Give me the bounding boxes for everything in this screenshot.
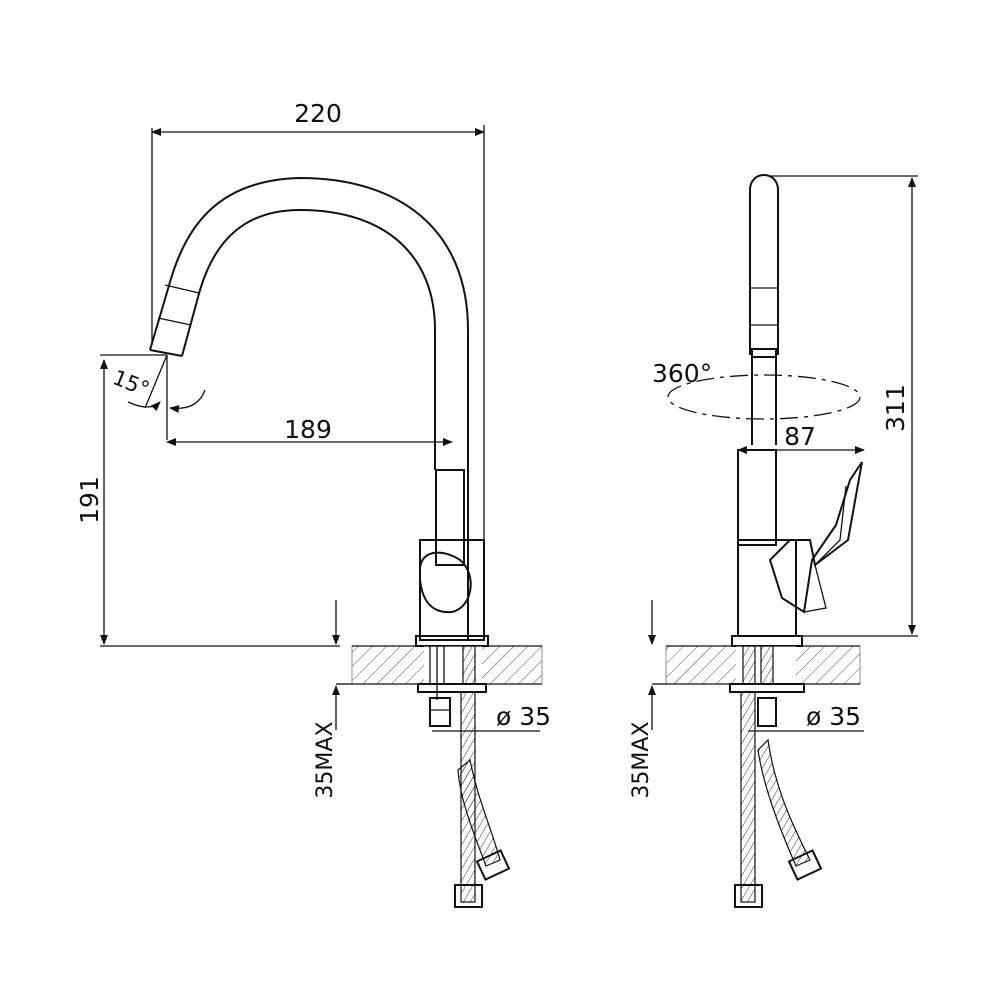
faucet-body-side	[731, 449, 863, 647]
hole-diameter-label-side: ø 35	[806, 702, 861, 731]
dimension-label-87: 87	[784, 422, 816, 451]
flex-hose-2	[457, 758, 501, 867]
angle-label: 15°	[109, 365, 153, 401]
mounting-hardware-side: ø 35	[734, 691, 864, 908]
dimension-label-220: 220	[294, 99, 342, 128]
lever-handle	[768, 461, 863, 614]
hose-nut-side-2	[787, 849, 823, 881]
dimension-handle-reach: 87	[737, 422, 865, 454]
dimension-label-35max-side: 35MAX	[629, 721, 654, 798]
side-view: 311 360° 87	[629, 174, 918, 908]
mounting-deck-side	[665, 645, 861, 693]
rotation-indicator: 360°	[652, 359, 861, 420]
mounting-hardware: ø 35	[429, 691, 551, 908]
spout-side	[749, 174, 779, 445]
flex-hose-side-1	[740, 691, 756, 903]
hose-nut-1	[454, 884, 483, 908]
dimension-label-189: 189	[284, 415, 332, 444]
spout-angle-indicator: 15°	[100, 354, 206, 440]
dimension-label-191: 191	[75, 476, 104, 524]
front-view: 220 15° 189 191	[75, 99, 551, 908]
hose-nut-2	[475, 849, 511, 881]
dimension-outlet-height: 191	[75, 359, 340, 647]
dimension-total-height: 311	[770, 175, 918, 637]
hole-diameter-label: ø 35	[496, 702, 551, 731]
mounting-deck	[351, 645, 543, 700]
spout	[149, 176, 469, 640]
faucet-body	[415, 469, 489, 647]
hose-nut-side-1	[734, 884, 763, 908]
dimension-label-35max: 35MAX	[313, 721, 338, 798]
flex-hose-side-2	[757, 738, 811, 867]
dimension-deck-thickness: 35MAX	[313, 600, 352, 799]
rotation-label: 360°	[652, 359, 712, 388]
dimension-outlet-reach: 189	[166, 415, 453, 446]
dimension-deck-thickness-side: 35MAX	[629, 600, 666, 799]
dimension-label-311: 311	[881, 384, 910, 432]
